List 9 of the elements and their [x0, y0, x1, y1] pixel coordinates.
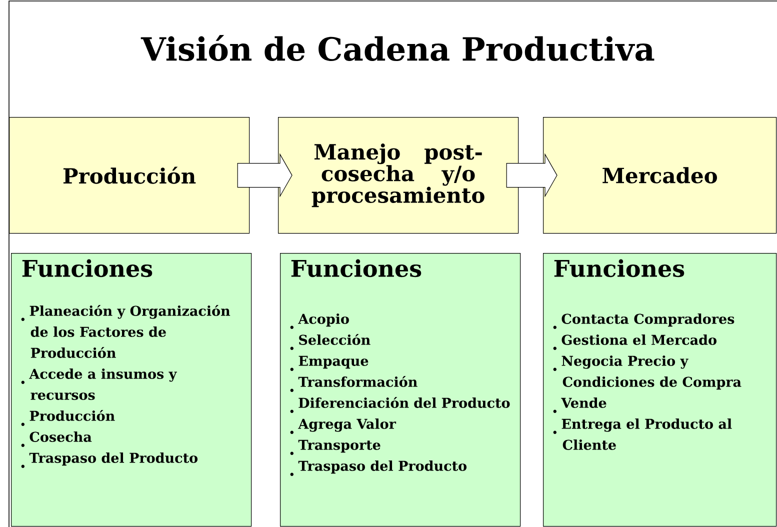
function-box: Funciones Acopio Selección Empaque Transformación Diferenciación del Producto Agrega Valor Transporte Traspaso del Producto	[280, 253, 521, 527]
stage-box: Mercadeo	[543, 117, 777, 234]
stage-box: Manejo post-cosecha y/o procesamiento	[278, 117, 519, 234]
function-box: Funciones Planeación y Organización de los Factores de Producción Accede a insumos y recursos Producción Cosecha Traspaso del Producto	[11, 253, 252, 527]
function-box: Funciones Contacta Compradores Gestiona el Mercado Negocia Precio y Condiciones de Compra Vende Entrega el Producto al Cliente	[543, 253, 777, 527]
title: Visión de Cadena Productiva	[140, 34, 654, 62]
block-arrow	[506, 153, 558, 198]
block-arrow	[237, 153, 292, 198]
stage-box: Producción	[9, 117, 250, 234]
